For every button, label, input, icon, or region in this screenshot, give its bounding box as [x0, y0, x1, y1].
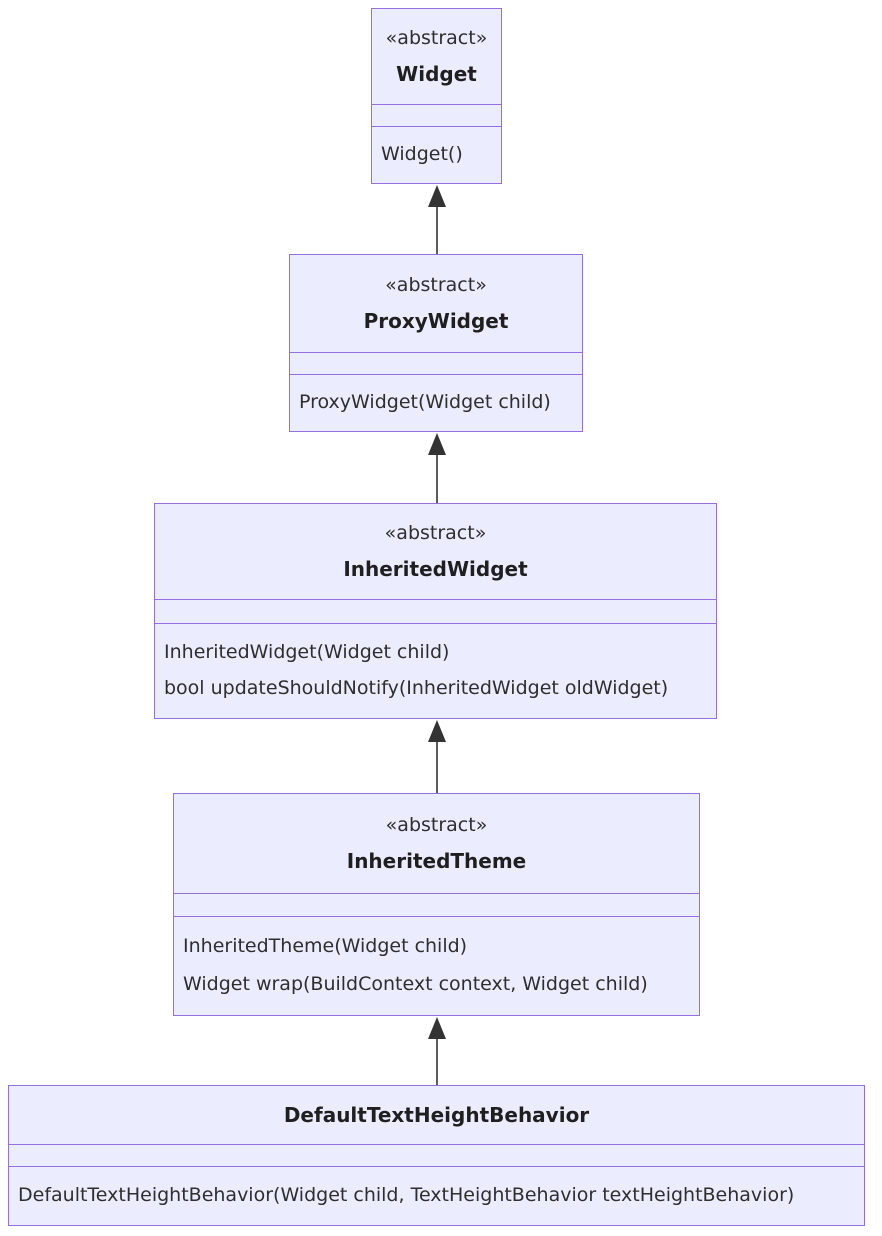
class-title: «abstract» Widget [372, 9, 501, 104]
class-node-proxywidget: «abstract» ProxyWidget ProxyWidget(Widge… [289, 254, 583, 432]
method-item: DefaultTextHeightBehavior(Widget child, … [18, 1184, 795, 1207]
inheritance-arrowhead-icon [428, 433, 446, 455]
class-annotation: «abstract» [385, 27, 488, 50]
methods-compartment: InheritedTheme(Widget child) Widget wrap… [174, 916, 699, 1015]
class-title: «abstract» InheritedWidget [155, 504, 716, 599]
method-item: bool updateShouldNotify(InheritedWidget … [164, 677, 669, 700]
method-item: InheritedWidget(Widget child) [164, 640, 450, 663]
class-name: ProxyWidget [363, 309, 509, 333]
class-annotation: «abstract» [385, 274, 487, 296]
methods-compartment: DefaultTextHeightBehavior(Widget child, … [9, 1166, 864, 1225]
class-title: DefaultTextHeightBehavior [9, 1086, 864, 1144]
method-item: Widget() [381, 143, 463, 166]
class-node-widget: «abstract» Widget Widget() [371, 8, 502, 184]
class-annotation: «abstract» [384, 522, 487, 545]
inheritance-arrowhead-icon [428, 720, 446, 742]
methods-compartment: ProxyWidget(Widget child) [290, 374, 582, 431]
inheritance-arrowhead-icon [428, 1017, 446, 1039]
class-title: «abstract» ProxyWidget [290, 255, 582, 352]
class-node-defaulttextheightbehavior: DefaultTextHeightBehavior DefaultTextHei… [8, 1085, 865, 1226]
attributes-compartment [372, 104, 501, 126]
methods-compartment: Widget() [372, 126, 501, 183]
inheritance-arrow-proxywidget-to-widget [428, 185, 446, 254]
inheritance-arrow-inheritedtheme-to-inheritedwidget [428, 720, 446, 793]
attributes-compartment [155, 599, 716, 623]
class-node-inheritedtheme: «abstract» InheritedTheme InheritedTheme… [173, 793, 700, 1016]
method-item: ProxyWidget(Widget child) [299, 391, 551, 414]
class-name: Widget [396, 61, 477, 86]
method-item: Widget wrap(BuildContext context, Widget… [183, 973, 648, 996]
inheritance-arrow-defaulttextheightbehavior-to-inheritedtheme [428, 1017, 446, 1085]
methods-compartment: InheritedWidget(Widget child) bool updat… [155, 623, 716, 718]
inheritance-arrow-inheritedwidget-to-proxywidget [428, 433, 446, 503]
inheritance-arrowhead-icon [428, 185, 446, 207]
class-name: InheritedTheme [346, 849, 527, 874]
attributes-compartment [9, 1144, 864, 1166]
attributes-compartment [174, 893, 699, 916]
method-item: InheritedTheme(Widget child) [183, 935, 468, 958]
class-name: DefaultTextHeightBehavior [283, 1103, 590, 1127]
attributes-compartment [290, 352, 582, 374]
class-annotation: «abstract» [385, 813, 488, 836]
class-node-inheritedwidget: «abstract» InheritedWidget InheritedWidg… [154, 503, 717, 719]
class-name: InheritedWidget [343, 556, 528, 581]
class-title: «abstract» InheritedTheme [174, 794, 699, 893]
